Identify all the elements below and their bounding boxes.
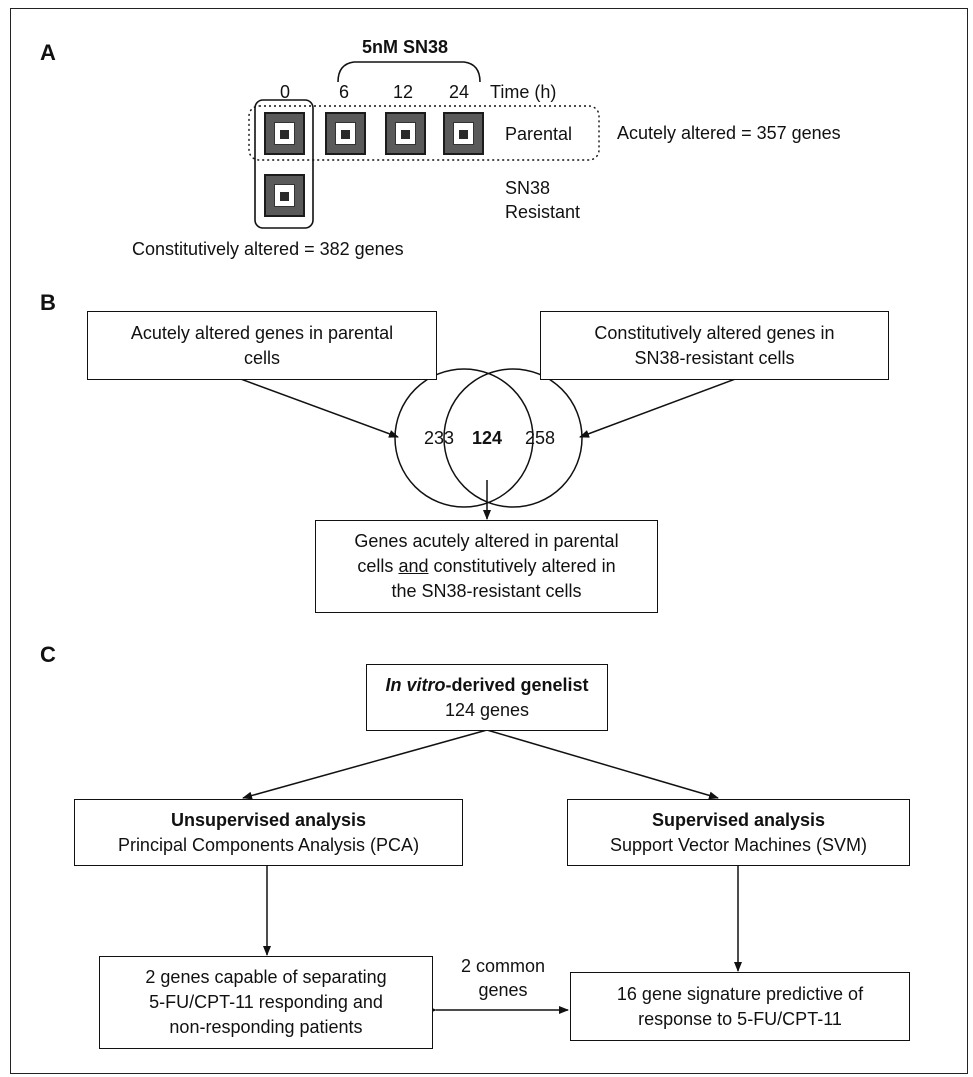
intersection-line-2: cells and constitutively altered in (357, 556, 616, 576)
time-12: 12 (393, 82, 414, 102)
parental-row-outline (248, 105, 600, 161)
acutely-altered-count: Acutely altered = 357 genes (617, 123, 841, 143)
genelist-count: 124 genes (444, 699, 530, 720)
well-resistant-0h (264, 174, 305, 217)
unsupervised-method: Principal Components Analysis (PCA) (117, 834, 420, 855)
acute-genes-line-1: Acutely altered genes in parental (130, 322, 394, 343)
venn-overlap-count: 124 (472, 428, 503, 448)
figure-frame (10, 8, 968, 1074)
common-genes-line-2: genes (478, 980, 528, 1000)
venn-circle-right (443, 368, 583, 508)
intersection-genes-box: Genes acutely altered in parental cells … (315, 520, 658, 613)
svm-result-line-1: 16 gene signature predictive of (616, 983, 864, 1004)
time-0: 0 (280, 82, 291, 102)
panel-label-c: C (40, 642, 56, 667)
unsupervised-title: Unsupervised analysis (170, 809, 367, 830)
supervised-box: Supervised analysis Support Vector Machi… (567, 799, 910, 866)
constitutively-altered-count: Constitutively altered = 382 genes (132, 239, 404, 259)
time-zero-column-outline (254, 99, 314, 229)
arrow-genelist-to-unsupervised (242, 729, 488, 800)
well-parental-12h (385, 112, 426, 155)
well-parental-24h (443, 112, 484, 155)
intersection-line-3: the SN38-resistant cells (391, 581, 582, 601)
time-6: 6 (339, 82, 350, 102)
pca-result-line-1: 2 genes capable of separating (145, 967, 387, 987)
genelist-title: In vitro-derived genelist (385, 674, 589, 695)
time-24: 24 (449, 82, 470, 102)
resistant-label-2: Resistant (505, 202, 581, 222)
panel-label-a: A (40, 40, 56, 65)
arrow-right-to-venn (579, 377, 739, 438)
svm-result-box: 16 gene signature predictive of response… (570, 972, 910, 1041)
venn-left-count: 233 (424, 428, 455, 448)
arrow-genelist-to-supervised (486, 729, 719, 800)
treatment-bracket (337, 61, 481, 83)
time-axis-label: Time (h) (490, 82, 557, 102)
supervised-method: Support Vector Machines (SVM) (609, 834, 868, 855)
common-genes-line-1: 2 common (460, 956, 546, 976)
pca-result-line-2: 5-FU/CPT-11 responding and (149, 992, 383, 1012)
constitutive-genes-box: Constitutively altered genes in SN38-res… (540, 311, 889, 380)
supervised-title: Supervised analysis (651, 809, 826, 830)
genelist-box: In vitro-derived genelist 124 genes (366, 664, 608, 731)
intersection-line-1: Genes acutely altered in parental (354, 531, 619, 551)
constitutive-genes-line-2: SN38-resistant cells (634, 347, 795, 368)
unsupervised-box: Unsupervised analysis Principal Componen… (74, 799, 463, 866)
constitutive-genes-line-1: Constitutively altered genes in (594, 322, 835, 343)
venn-circle-left (394, 368, 534, 508)
arrow-left-to-venn (237, 377, 399, 438)
resistant-label-1: SN38 (505, 178, 551, 198)
svm-result-line-2: response to 5-FU/CPT-11 (638, 1008, 842, 1029)
parental-label: Parental (505, 124, 573, 144)
acute-genes-line-2: cells (243, 347, 280, 368)
pca-result-line-3: non-responding patients (169, 1017, 363, 1037)
treatment-label: 5nM SN38 (362, 37, 449, 57)
well-parental-0h (264, 112, 305, 155)
well-parental-6h (325, 112, 366, 155)
acute-genes-box: Acutely altered genes in parental cells (87, 311, 437, 380)
venn-right-count: 258 (525, 428, 556, 448)
pca-result-box: 2 genes capable of separating 5-FU/CPT-1… (99, 956, 433, 1049)
panel-label-b: B (40, 290, 56, 315)
